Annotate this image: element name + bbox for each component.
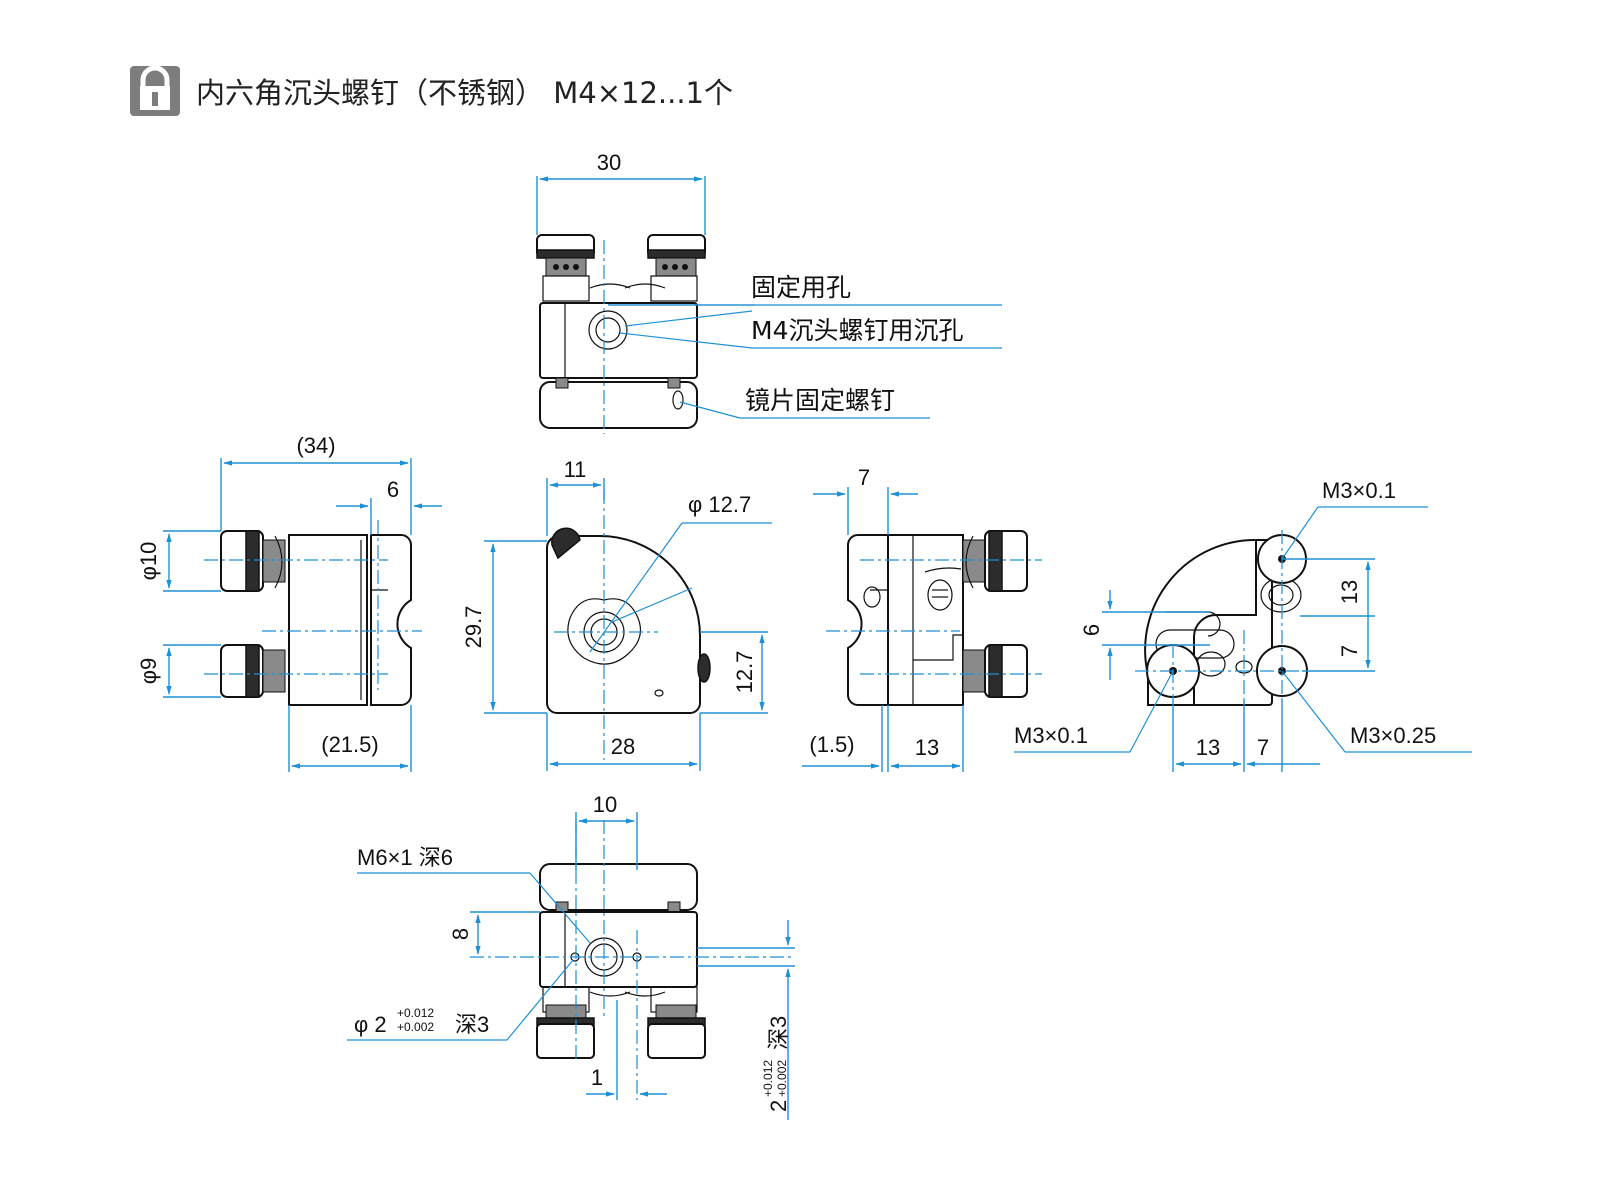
label-pin-depth: 深3 xyxy=(455,1012,489,1037)
back-view: 13 7 6 13 7 M3×0.1 M3×0.1 M3×0.25 xyxy=(1014,478,1472,772)
dim-front-12-7: 12.7 xyxy=(732,651,757,694)
header: 内六角沉头螺钉（不锈钢） M4×12...1个 xyxy=(130,65,733,116)
dim-left-6: 6 xyxy=(387,477,399,502)
dim-left-phi9: φ9 xyxy=(136,658,161,685)
dim-back-13v: 13 xyxy=(1337,580,1362,604)
bottom-knob-right xyxy=(647,1023,706,1059)
label-mirror-screw: 镜片固定螺钉 xyxy=(745,386,895,415)
label-pin-main: φ 2 xyxy=(354,1012,387,1037)
side-view: 7 (1.5) 13 xyxy=(802,465,1042,772)
label-vert-tol-plus: +0.012 xyxy=(761,1060,775,1097)
top-knob-right xyxy=(647,234,706,302)
dim-front-29-7: 29.7 xyxy=(461,606,486,649)
label-m4-counterbore: M4沉头螺钉用沉孔 xyxy=(751,316,963,345)
label-vert-tol-minus: +0.002 xyxy=(775,1060,789,1097)
label-back-m3-025: M3×0.25 xyxy=(1350,723,1436,748)
counterbore-hole xyxy=(588,310,628,350)
dim-side-13: 13 xyxy=(915,735,939,760)
header-title: 内六角沉头螺钉（不锈钢） M4×12...1个 xyxy=(196,76,733,110)
top-knob-left xyxy=(536,234,595,302)
side-body xyxy=(887,534,964,706)
label-vertical-pin: 2 +0.012 +0.002 深3 xyxy=(761,1016,791,1112)
dim-back-13h: 13 xyxy=(1196,735,1220,760)
front-mirror-socket xyxy=(567,598,641,665)
dim-front-11: 11 xyxy=(564,457,587,482)
dim-bottom-1: 1 xyxy=(591,1065,603,1090)
dim-side-1-5: (1.5) xyxy=(809,732,854,757)
dim-bottom-10: 10 xyxy=(593,792,617,817)
side-front-plate xyxy=(847,534,889,706)
left-view: (34) 6 φ10 φ9 (21.5) xyxy=(136,433,442,772)
dim-left-phi10: φ10 xyxy=(136,542,161,581)
top-view: 30 固定用孔 M4沉头螺钉用沉孔 镜片固定螺钉 xyxy=(536,150,1002,434)
dim-left-21-5: (21.5) xyxy=(321,732,378,757)
dim-back-6v: 6 xyxy=(1079,624,1104,636)
bottom-view: 10 M6×1 深6 8 φ 2 +0.012 +0.002 深3 1 2 +0… xyxy=(347,792,795,1120)
label-back-m3-top: M3×0.1 xyxy=(1322,478,1396,503)
padlock-icon xyxy=(130,65,180,116)
dim-left-34: (34) xyxy=(296,433,335,458)
dim-back-7v: 7 xyxy=(1337,645,1362,657)
label-vert-main: 2 xyxy=(766,1100,791,1112)
left-body xyxy=(288,534,368,706)
bottom-base xyxy=(539,863,698,911)
label-pin-tol-minus: +0.002 xyxy=(397,1020,434,1034)
dim-top-30: 30 xyxy=(597,150,621,175)
front-view: 11 φ 12.7 29.7 12.7 28 xyxy=(461,457,772,771)
front-body xyxy=(546,535,701,714)
dim-back-7h: 7 xyxy=(1257,735,1269,760)
label-m6: M6×1 深6 xyxy=(357,845,453,870)
dim-front-phi12-7: φ 12.7 xyxy=(688,492,751,517)
label-fix-hole: 固定用孔 xyxy=(751,273,851,302)
bottom-body xyxy=(539,911,698,988)
label-back-m3-bottom: M3×0.1 xyxy=(1014,723,1088,748)
dim-side-7: 7 xyxy=(858,465,870,490)
label-pin-tol-plus: +0.012 xyxy=(397,1006,434,1020)
bottom-knob-left xyxy=(536,1023,595,1059)
dim-front-28: 28 xyxy=(611,734,635,759)
label-vert-depth: 深3 xyxy=(766,1016,791,1050)
label-pin-hole: φ 2 +0.012 +0.002 深3 xyxy=(354,1006,489,1037)
dim-bottom-8: 8 xyxy=(448,928,473,940)
